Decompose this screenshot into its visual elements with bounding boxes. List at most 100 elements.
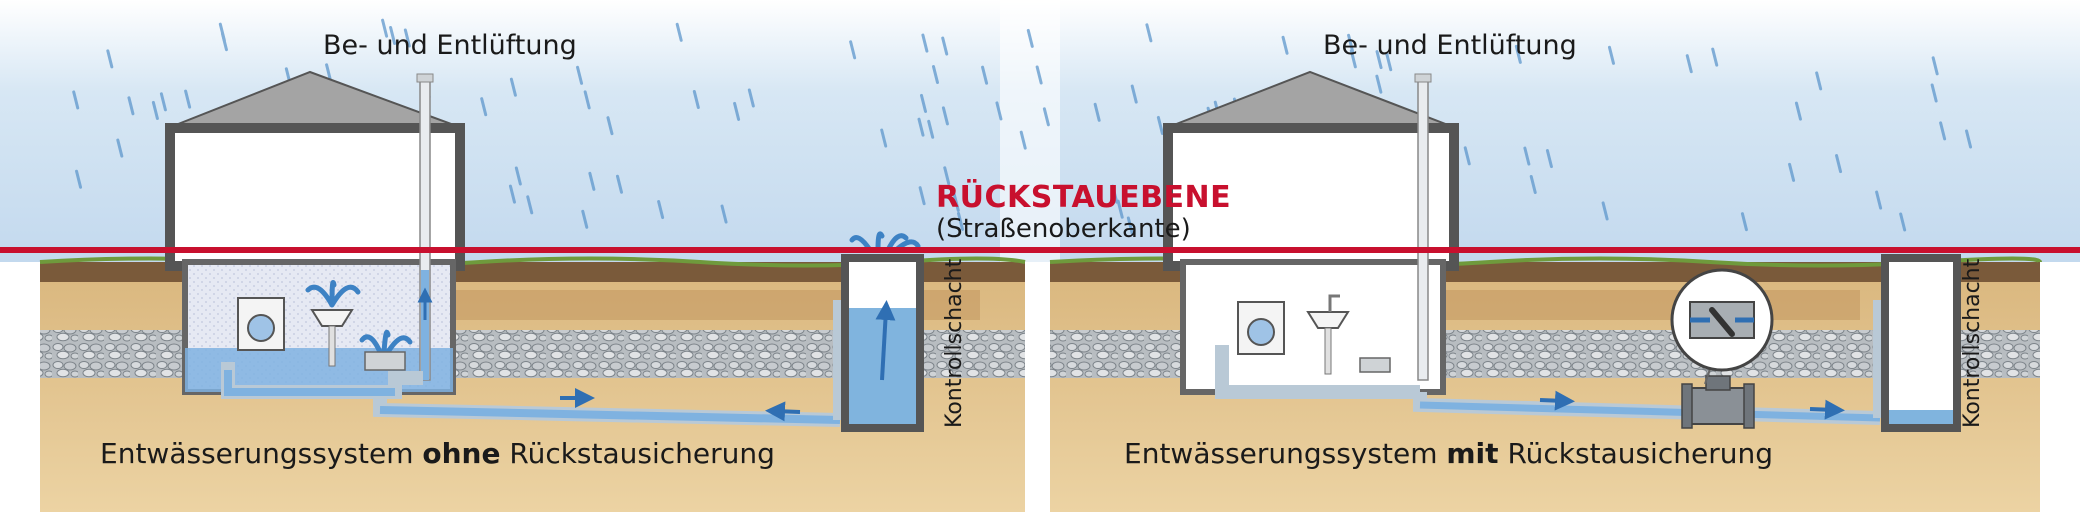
raindrop	[616, 174, 624, 194]
raindrop	[692, 89, 700, 109]
raindrop	[1347, 33, 1355, 53]
raindrop	[127, 96, 135, 116]
raindrop	[1685, 54, 1693, 74]
raindrop	[1523, 146, 1531, 166]
caption-right: Entwässerungssystem mit Rückstausicherun…	[1124, 437, 1773, 470]
raindrop	[576, 65, 584, 85]
raindrop	[1815, 71, 1823, 91]
raindrop	[1939, 121, 1947, 141]
raindrop	[1026, 28, 1034, 48]
raindrop	[943, 166, 951, 186]
raindrop	[72, 90, 80, 110]
raindrop	[514, 166, 522, 186]
caption-right-post: Rückstausicherung	[1498, 437, 1773, 470]
raindrop	[381, 18, 389, 38]
raindrop	[151, 100, 159, 120]
raindrop	[1375, 50, 1383, 70]
backflow-level-title: RÜCKSTAUEBENE	[936, 180, 1232, 215]
raindrop	[106, 49, 114, 69]
raindrop	[957, 211, 965, 231]
inspection-shaft-label-left: Kontrollschacht	[942, 258, 967, 428]
raindrop	[480, 97, 488, 117]
raindrop	[526, 195, 534, 215]
raindrop	[919, 93, 927, 113]
raindrop	[1711, 47, 1719, 67]
backflow-level-subtitle: (Straßenoberkante)	[936, 214, 1191, 244]
raindrop	[1035, 65, 1043, 85]
raindrop	[733, 101, 741, 121]
sink-overflow-left-icon	[305, 280, 361, 367]
backflow-valve-icon	[1670, 268, 1774, 429]
raindrop	[1126, 216, 1134, 236]
raindrop	[1930, 83, 1938, 103]
raindrop	[995, 101, 1003, 121]
raindrop	[1545, 149, 1553, 169]
vent-pipe-water-left	[421, 270, 429, 380]
caption-right-pre: Entwässerungssystem	[1124, 437, 1447, 470]
raindrop	[1463, 146, 1471, 166]
raindrop	[880, 128, 888, 148]
raindrop	[1281, 35, 1289, 55]
raindrop	[588, 171, 596, 191]
raindrop	[941, 106, 949, 126]
caption-left-pre: Entwässerungssystem	[100, 437, 423, 470]
caption-left-post: Rückstausicherung	[500, 437, 775, 470]
caption-left-emphasis: ohne	[422, 437, 501, 470]
raindrop	[1794, 101, 1802, 121]
ventilation-label-left: Be- und Entlüftung	[323, 30, 577, 61]
raindrop	[1042, 107, 1050, 127]
raindrop	[325, 63, 333, 83]
raindrop	[917, 117, 925, 137]
raindrop	[1385, 52, 1393, 72]
raindrop	[931, 65, 939, 85]
raindrop	[1529, 174, 1537, 194]
vent-pipe-right	[1417, 79, 1429, 381]
raindrop	[1607, 45, 1615, 65]
raindrop	[184, 89, 192, 109]
raindrop	[1093, 102, 1101, 122]
raindrop	[1116, 199, 1124, 219]
raindrop	[675, 22, 683, 42]
floor-drain-overflow-left-icon	[359, 329, 413, 371]
raindrop	[1965, 129, 1973, 149]
sink-right-icon	[1306, 294, 1350, 375]
caption-left: Entwässerungssystem ohne Rückstausicheru…	[100, 437, 775, 470]
ventilation-label-right: Be- und Entlüftung	[1323, 30, 1577, 61]
raindrop	[941, 36, 949, 56]
raindrop	[927, 119, 935, 139]
raindrop	[1156, 115, 1164, 135]
raindrop	[981, 65, 989, 85]
raindrop	[1601, 201, 1609, 221]
raindrop	[1899, 212, 1907, 232]
raindrop	[1145, 23, 1153, 43]
raindrop	[509, 77, 517, 97]
house-left	[165, 70, 465, 395]
raindrop	[849, 40, 857, 60]
raindrop	[1835, 154, 1843, 174]
raindrop	[952, 192, 960, 212]
raindrop	[116, 138, 124, 158]
raindrop	[389, 25, 397, 45]
upper-floor-right	[1163, 123, 1459, 271]
raindrop	[508, 184, 516, 204]
raindrop	[1019, 130, 1027, 150]
raindrop	[606, 116, 614, 136]
raindrop	[921, 33, 929, 53]
raindrop	[1514, 44, 1522, 64]
raindrop	[1740, 212, 1748, 232]
raindrop	[657, 200, 665, 220]
caption-right-emphasis: mit	[1446, 437, 1499, 470]
raindrop	[581, 209, 589, 229]
raindrop	[1349, 49, 1357, 69]
raindrop	[1375, 74, 1383, 94]
raindrop	[159, 92, 167, 112]
raindrop	[1130, 84, 1138, 104]
inspection-shaft-left	[841, 231, 924, 432]
inspection-shaft-label-right: Kontrollschacht	[1960, 258, 1985, 428]
washing-machine-left-icon	[237, 297, 285, 351]
upper-floor-left	[165, 123, 465, 271]
raindrop	[1111, 184, 1119, 204]
inspection-shaft-right	[1881, 254, 1961, 432]
raindrop	[1875, 190, 1883, 210]
